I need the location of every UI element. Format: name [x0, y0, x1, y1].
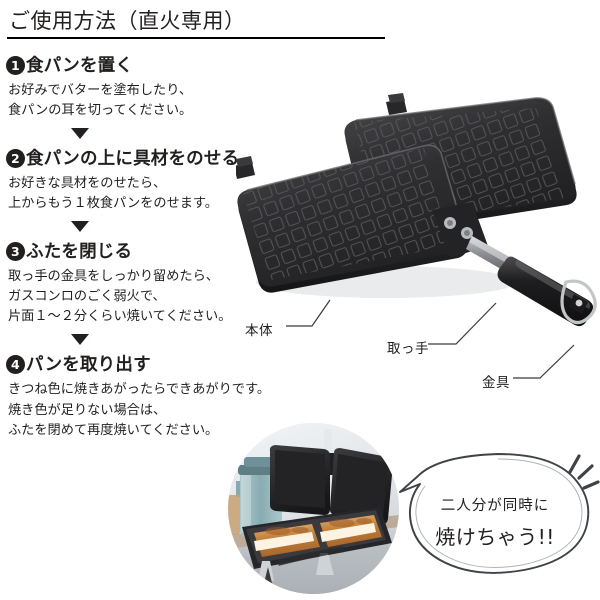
callout-label-clasp: 金具 — [482, 375, 510, 391]
speech-bubble-line-1: 二人分が同時に — [440, 498, 550, 514]
step-description-line: 焼き色が足りない場合は、 — [8, 402, 167, 418]
step-number-badge: 2 — [6, 149, 25, 169]
step-heading: 1 食パンを置く — [6, 52, 250, 77]
pan-half-near — [236, 144, 467, 293]
down-arrow-icon — [71, 221, 89, 233]
step-item: 2 食パンの上に具材をのせる お好きな具材をのせたら、 上からもう１枚食パンをの… — [0, 145, 250, 214]
step-heading: 4 パンを取り出す — [6, 351, 250, 376]
sparkle-icon — [568, 454, 600, 490]
step-description-line: お好きな具材をのせたら、 — [8, 176, 167, 192]
down-arrow-icon — [71, 128, 89, 140]
down-arrow-icon — [71, 334, 89, 346]
clasp-fitting — [560, 279, 597, 325]
product-photo-in-use — [228, 423, 399, 594]
step-heading-text: 食パンを置く — [26, 56, 134, 76]
step-item: 1 食パンを置く お好みでバターを塗布したり、 食パンの耳を切ってください。 — [0, 52, 250, 121]
speech-bubble-line-2: 焼けちゃう!! — [435, 525, 555, 549]
page-title: ご使用方法（直火専用） — [9, 9, 246, 33]
step-description-line: 取っ手の金具をしっかり留めたら、 — [8, 269, 219, 285]
callout-label-body: 本体 — [245, 323, 273, 339]
step-description-line: お好みでバターを塗布したり、 — [8, 83, 193, 98]
speech-bubble — [398, 448, 600, 583]
steps-list: 1 食パンを置く お好みでバターを塗布したり、 食パンの耳を切ってください。 2… — [0, 52, 271, 441]
step-number-badge: 3 — [6, 242, 25, 262]
product-illustration-sandwich-pan — [236, 86, 600, 336]
title-divider — [7, 37, 385, 39]
step-heading-text: パンを取り出す — [26, 355, 151, 376]
toast-right — [320, 515, 382, 547]
step-description: お好みでバターを塗布したり、 食パンの耳を切ってください。 — [8, 81, 250, 121]
step-description: 取っ手の金具をしっかり留めたら、 ガスコンロのごく弱火で、 片面１〜２分くらい焼… — [8, 267, 250, 327]
step-description-line: 片面１〜２分くらい焼いてください。 — [8, 309, 232, 325]
toast-left — [254, 524, 320, 557]
step-heading-text: ふたを閉じる — [26, 242, 133, 263]
step-description-line: きつね色に焼きあがったらできあがりです。 — [8, 382, 271, 398]
step-number-badge: 1 — [6, 56, 25, 75]
step-heading: 2 食パンの上に具材をのせる — [6, 145, 250, 170]
step-description-line: 上からもう１枚食パンをのせます。 — [8, 196, 218, 212]
step-description: お好きな具材をのせたら、 上からもう１枚食パンをのせます。 — [8, 174, 250, 214]
step-description: きつね色に焼きあがったらできあがりです。 焼き色が足りない場合は、 ふたを閉めて… — [8, 380, 271, 440]
step-description-line: ふたを閉めて再度焼いてください。 — [8, 422, 219, 438]
step-item: 3 ふたを閉じる 取っ手の金具をしっかり留めたら、 ガスコンロのごく弱火で、 片… — [0, 238, 250, 327]
step-description-line: ガスコンロのごく弱火で、 — [8, 289, 166, 305]
step-heading: 3 ふたを閉じる — [6, 238, 250, 263]
step-heading-text: 食パンの上に具材をのせる — [26, 149, 240, 170]
callout-label-handle: 取っ手 — [387, 341, 429, 357]
step-item: 4 パンを取り出す きつね色に焼きあがったらできあがりです。 焼き色が足りない場… — [0, 351, 271, 440]
step-number-badge: 4 — [6, 355, 25, 375]
sandwich-pan-open — [242, 429, 394, 591]
handle-grip — [497, 256, 594, 327]
step-description-line: 食パンの耳を切ってください。 — [8, 103, 193, 119]
